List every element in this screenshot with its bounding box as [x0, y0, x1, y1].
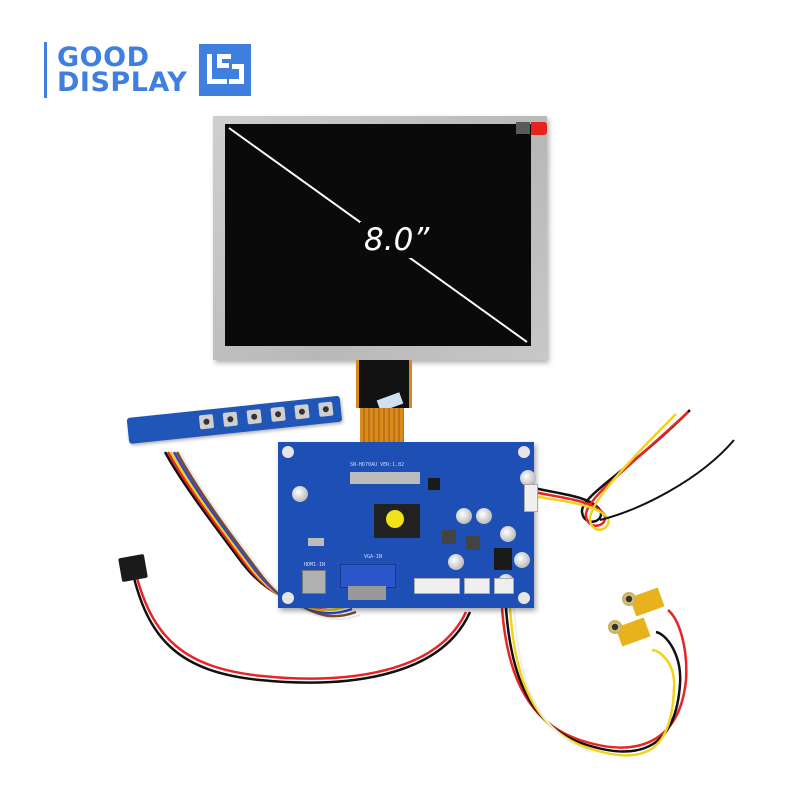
protective-film-tab — [516, 122, 530, 134]
crystal-oscillator — [308, 538, 324, 546]
fpc-ribbon-cable — [360, 408, 404, 448]
capacitor — [514, 552, 530, 568]
mount-hole — [518, 446, 530, 458]
chip-sticker — [386, 510, 404, 528]
driver-board: SN-HD70AU VER:1.02 HDMI-IN VGA-IN — [278, 442, 538, 608]
capacitor — [520, 470, 536, 486]
lcd-panel: 8.0” — [213, 116, 547, 360]
dc-power-jack — [118, 553, 148, 583]
board-model-label: SN-HD70AU VER:1.02 — [350, 462, 405, 468]
capacitor — [476, 508, 492, 524]
backlight-connector — [524, 484, 538, 512]
logo-line-2: DISPLAY — [57, 67, 188, 98]
regulator-ic — [428, 478, 440, 490]
logo-line-1: GOOD — [57, 42, 150, 73]
vga-port — [340, 564, 396, 588]
screen-size-label: 8.0” — [360, 222, 434, 258]
inductor — [442, 530, 456, 544]
good-display-logo-icon — [199, 44, 252, 96]
keypad-button-4 — [270, 406, 286, 422]
keypad-button-3 — [246, 409, 262, 425]
capacitor — [448, 554, 464, 570]
lcd-screen: 8.0” — [225, 124, 531, 346]
keypad-button-1 — [198, 414, 215, 430]
capacitor — [500, 526, 516, 542]
capacitor — [456, 508, 472, 524]
rca-plug-tip-2 — [608, 620, 622, 634]
lvds-connector — [414, 578, 460, 594]
capacitor — [292, 486, 308, 502]
rca-plug-tip-1 — [622, 592, 636, 606]
logo-wordmark: GOOD DISPLAY — [57, 42, 188, 98]
vga-label: VGA-IN — [364, 554, 383, 560]
power-connector — [464, 578, 490, 594]
amplifier-ic — [494, 548, 512, 570]
hdmi-label: HDMI-IN — [304, 562, 326, 568]
brand-logo: GOOD DISPLAY — [44, 42, 252, 98]
vga-connector-shell — [348, 586, 386, 600]
inductor — [466, 536, 480, 550]
logo-divider — [44, 42, 47, 98]
av-connector — [494, 578, 514, 594]
mount-hole — [282, 446, 294, 458]
mount-hole — [282, 592, 294, 604]
resistor-array — [350, 472, 420, 484]
keypad-button-5 — [294, 404, 310, 420]
red-peel-tab — [531, 122, 547, 135]
hdmi-port — [302, 570, 326, 594]
keypad-button-6 — [318, 401, 334, 417]
keypad-button-2 — [222, 411, 239, 427]
mount-hole — [518, 592, 530, 604]
